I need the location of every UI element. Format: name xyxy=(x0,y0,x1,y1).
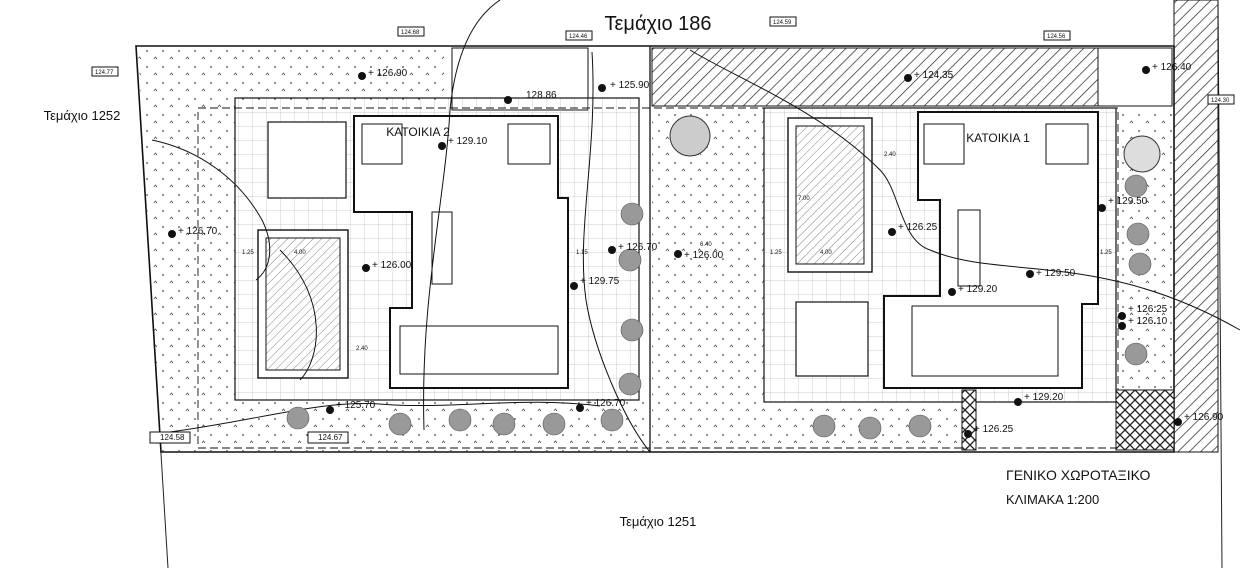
level-label: + 126.90 xyxy=(368,68,408,79)
dimension-label: 4.00 xyxy=(820,250,832,256)
boundary-tag: 124.68 xyxy=(401,30,420,36)
level-label: + 126.25 xyxy=(1128,304,1168,315)
plan-title: ΓΕΝΙΚΟ ΧΩΡΟΤΑΞΙΚΟ xyxy=(1006,467,1151,483)
level-label: + 126.25 xyxy=(974,424,1014,435)
level-label: + 126.70 xyxy=(178,226,218,237)
level-label: + 125.90 xyxy=(610,80,650,91)
plot-west-label: Τεμάχιο 1252 xyxy=(44,108,121,123)
level-label: + 129.50 xyxy=(1108,196,1148,207)
level-label: + 129.20 xyxy=(958,284,998,295)
dimension-label: 1.25 xyxy=(242,250,254,256)
boundary-tag: 124.56 xyxy=(1047,34,1066,40)
house-1-label: ΚΑΤΟΙΚΙΑ 1 xyxy=(966,131,1030,145)
dimension-label: 2.40 xyxy=(884,152,896,158)
level-label: + 126.10 xyxy=(1128,316,1168,327)
boundary-tag: 124.30 xyxy=(1211,98,1230,104)
level-label: + 124.35 xyxy=(914,70,954,81)
dimension-label: 4.00 xyxy=(294,250,306,256)
plot-north-label: Τεμάχιο 186 xyxy=(604,13,711,35)
dimension-label: 2.40 xyxy=(356,346,368,352)
dimension-label: 7.00 xyxy=(798,196,810,202)
level-label: 128.86 xyxy=(526,90,557,101)
level-label: + 125.70 xyxy=(336,400,376,411)
level-label: + 129.75 xyxy=(580,276,620,287)
level-label: + 129.20 xyxy=(1024,392,1064,403)
boundary-tag: 124.59 xyxy=(773,20,792,26)
dimension-label: 6.40 xyxy=(700,242,712,248)
level-label: + 126.40 xyxy=(1152,62,1192,73)
dimension-label: 1.25 xyxy=(1100,250,1112,256)
level-label: + 126.00 xyxy=(684,250,724,261)
level-label: + 126.70 xyxy=(618,242,658,253)
level-label: + 129.50 xyxy=(1036,268,1076,279)
boundary-tag: 124.58 xyxy=(160,433,185,442)
boundary-tag: 124.67 xyxy=(318,433,343,442)
level-label: + 129.10 xyxy=(448,136,488,147)
dimension-label: 1.25 xyxy=(770,250,782,256)
boundary-tag: 124.77 xyxy=(95,70,114,76)
dimension-label: 1.15 xyxy=(576,250,588,256)
house-2-label: ΚΑΤΟΙΚΙΑ 2 xyxy=(386,125,450,139)
level-label: + 126.00 xyxy=(372,260,412,271)
plot-south-label: Τεμάχιο 1251 xyxy=(620,514,697,529)
boundary-tag: 124.46 xyxy=(569,34,588,40)
plan-scale: ΚΛΙΜΑΚΑ 1:200 xyxy=(1006,492,1099,507)
level-label: + 126.25 xyxy=(898,222,938,233)
level-label: + 126.70 xyxy=(586,398,626,409)
level-label: + 126.90 xyxy=(1184,412,1224,423)
